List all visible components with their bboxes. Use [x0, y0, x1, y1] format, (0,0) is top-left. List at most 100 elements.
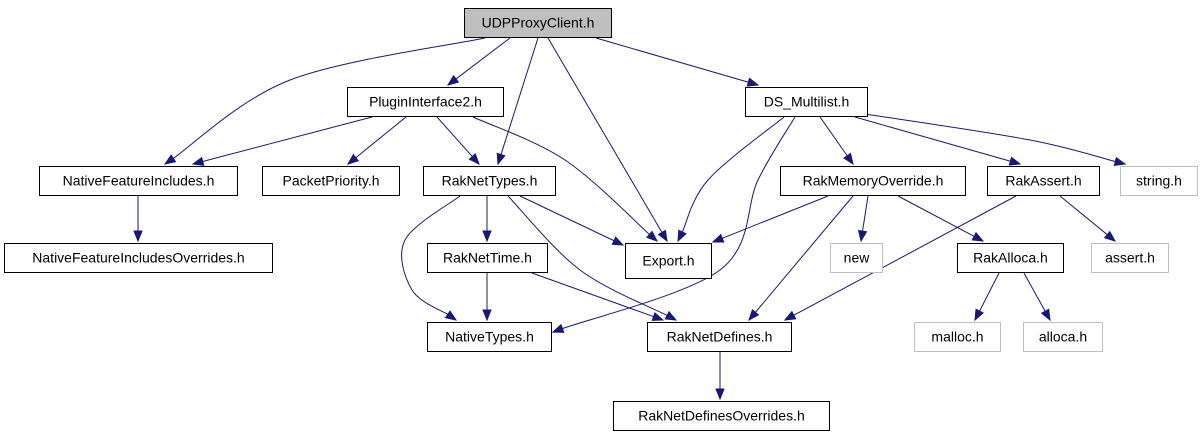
edge-rakassert-to-raknetdefines [783, 195, 1017, 321]
node-label: alloca.h [1039, 329, 1087, 345]
node-raknettypes[interactable]: RakNetTypes.h [423, 166, 556, 196]
edge-arrowhead [191, 156, 205, 166]
edge-arrowhead [611, 236, 625, 246]
edge-raknettypes-to-raknetdefines [507, 195, 678, 321]
edge-arrowhead [711, 233, 725, 243]
edge-line [354, 116, 407, 159]
node-box [1023, 322, 1103, 352]
node-ds-multilist[interactable]: DS_Multilist.h [745, 87, 868, 117]
node-alloca: alloca.h [1023, 322, 1103, 352]
node-nativefeatureincludes[interactable]: NativeFeatureIncludes.h [39, 166, 238, 196]
node-plugininterface2[interactable]: PluginInterface2.h [347, 87, 504, 117]
node-label: assert.h [1105, 250, 1155, 266]
edge-line [561, 116, 796, 330]
edge-udpproxyclient-to-export [547, 37, 668, 243]
node-rakassert[interactable]: RakAssert.h [987, 166, 1100, 196]
node-box [427, 322, 552, 352]
edge-arrowhead [748, 308, 760, 322]
node-box [39, 166, 238, 196]
edge-arrowhead [1040, 308, 1051, 322]
edge-udpproxyclient-to-ds-multilist [595, 37, 760, 87]
node-label: RakNetTypes.h [442, 173, 538, 189]
node-raknetdefinesoverrides[interactable]: RakNetDefinesOverrides.h [613, 401, 830, 431]
edge-line [531, 272, 655, 318]
edge-arrowhead [1113, 156, 1127, 166]
node-label: NativeFeatureIncludes.h [63, 173, 215, 189]
node-new: new [830, 243, 883, 273]
node-label: UDPProxyClient.h [482, 15, 595, 31]
edge-raknettime-to-raknetdefines [531, 272, 665, 321]
node-raknettime[interactable]: RakNetTime.h [427, 243, 548, 273]
node-box [613, 401, 830, 431]
node-label: RakNetDefinesOverrides.h [638, 408, 805, 424]
node-assert: assert.h [1091, 243, 1169, 273]
edge-line [819, 116, 849, 157]
node-box [647, 322, 792, 352]
edge-arrowhead [646, 230, 659, 242]
edge-arrowhead [746, 77, 760, 87]
edge-arrowhead [468, 153, 480, 166]
edge-arrowhead [664, 310, 678, 321]
edge-line [454, 37, 511, 80]
edge-plugininterface2-to-export [472, 116, 659, 242]
edge-line [1023, 272, 1047, 313]
edge-raknettypes-to-export [519, 195, 625, 246]
node-box [347, 87, 504, 117]
node-rakalloca[interactable]: RakAlloca.h [957, 243, 1064, 273]
node-export[interactable]: Export.h [625, 243, 712, 279]
edge-ds-multilist-to-nativetypes [551, 116, 796, 333]
edge-arrowhead [346, 153, 360, 165]
edge-plugininterface2-to-nativefeatureincludes [191, 116, 373, 166]
edge-arrowhead [133, 230, 143, 243]
node-box [262, 166, 400, 196]
edge-arrowhead [715, 388, 725, 401]
node-udpproxyclient[interactable]: UDPProxyClient.h [464, 8, 612, 38]
node-rakmemoryoverride[interactable]: RakMemoryOverride.h [780, 166, 966, 196]
edges-layer [133, 37, 1127, 401]
node-box [987, 166, 1100, 196]
node-label: string.h [1136, 173, 1182, 189]
edge-rakalloca-to-alloca [1023, 272, 1051, 322]
edge-line [472, 116, 651, 236]
edge-rakalloca-to-malloc [974, 272, 1000, 322]
node-box [780, 166, 966, 196]
node-raknetdefines[interactable]: RakNetDefines.h [647, 322, 792, 352]
node-label: RakAssert.h [1005, 173, 1081, 189]
node-nativetypes[interactable]: NativeTypes.h [427, 322, 552, 352]
edge-line [754, 195, 854, 314]
edge-line [681, 116, 785, 234]
node-box [914, 322, 1001, 352]
edge-arrowhead [657, 229, 668, 243]
edge-line [519, 195, 616, 242]
edge-line [507, 195, 669, 317]
edge-line [861, 195, 869, 233]
node-box [830, 243, 883, 273]
node-nativefeatureincludesoverrides[interactable]: NativeFeatureIncludesOverrides.h [4, 243, 273, 273]
node-packetpriority[interactable]: PacketPriority.h [262, 166, 400, 196]
edge-line [500, 37, 539, 156]
node-label: PluginInterface2.h [369, 94, 482, 110]
edge-line [1059, 195, 1109, 236]
edge-arrowhead [551, 323, 565, 333]
edge-udpproxyclient-to-plugininterface2 [446, 37, 511, 86]
node-box [1091, 243, 1169, 273]
node-box [4, 243, 273, 273]
node-label: Export.h [642, 253, 694, 269]
edge-ds-multilist-to-string [864, 113, 1127, 166]
edge-ds-multilist-to-rakassert [854, 116, 1022, 166]
edge-ds-multilist-to-rakmemoryoverride [819, 116, 854, 166]
edge-nativefeatureincludes-to-nativefeatureincludesoverrides [133, 196, 143, 243]
edge-raknettime-to-nativetypes [482, 273, 492, 322]
node-box [427, 243, 548, 273]
edge-line [792, 195, 1017, 317]
edge-line [595, 37, 750, 83]
edge-plugininterface2-to-raknettypes [436, 116, 480, 166]
edge-raknettypes-to-raknettime [482, 196, 492, 243]
edge-arrowhead [163, 154, 177, 165]
edge-ds-multilist-to-export [677, 116, 785, 243]
edge-arrowhead [857, 229, 868, 243]
edge-arrowhead [482, 230, 492, 243]
edge-arrowhead [482, 309, 492, 322]
